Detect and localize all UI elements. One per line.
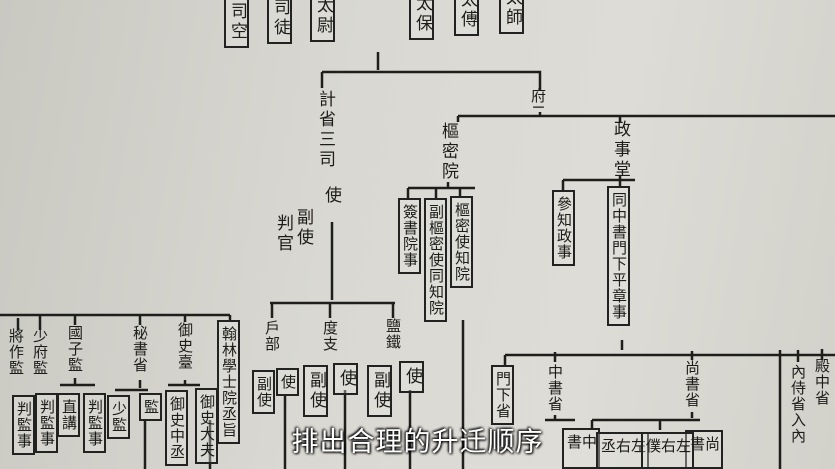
office-dianzhongsheng: 殿中省 (813, 358, 831, 406)
office-taibao: 太保 (409, 0, 434, 40)
branch-hubu: 戶部 (263, 320, 281, 352)
zhengshitang-title: 政事堂 (610, 120, 630, 180)
shumi-fushumishi: 副樞密使同知院 (424, 198, 447, 322)
erfu-title: 府二 (529, 88, 547, 120)
office-shangshusheng: 尚書省 (683, 360, 701, 408)
office-taifu: 太傅 (454, 0, 479, 36)
office-situ: 司徒 (267, 0, 292, 44)
office-sikong: 司空 (224, 0, 249, 48)
duzhi-fushi: 副使 (303, 365, 328, 417)
child-yushizhongcheng: 御史中丞 (165, 390, 188, 466)
sansi-panguan: 判官 (273, 214, 293, 254)
child-panjianshi: 判監事 (12, 395, 35, 455)
yantie-fushi: 副使 (367, 365, 392, 417)
tongpingzhangshi: 同中書門下平章事 (607, 186, 630, 326)
office-shaofujian: 少府監 (31, 328, 49, 376)
shumiyuan-title: 樞密院 (438, 122, 458, 182)
office-hanlin: 翰林學士院丞旨 (217, 320, 240, 444)
office-mishusheng: 秘書省 (131, 325, 149, 373)
child-shaojian: 少監 (107, 395, 130, 439)
child-jian: 監 (139, 393, 162, 421)
video-subtitle: 排出合理的升迁顺序 (291, 427, 544, 458)
child-panjianshi: 判監事 (83, 393, 106, 453)
shumi-qianshu: 簽書院事 (398, 198, 421, 274)
child-zhijiang: 直講 (57, 393, 80, 437)
yantie-shi: 使 (399, 361, 424, 393)
office-taishi: 太師 (499, 0, 524, 34)
office-guozijian: 國子監 (66, 325, 84, 373)
child-yushidafu: 御史大夫 (195, 388, 218, 464)
branch-duzhi: 度支 (321, 320, 339, 352)
office-taiwei: 太尉 (310, 0, 335, 42)
shumi-shumishi: 樞密使知院 (450, 196, 473, 288)
canzhi-zhengshi: 參知政事 (552, 190, 575, 266)
child-zhongshu: 中書 (562, 428, 600, 469)
office-jiangzuojian: 將作監 (7, 328, 25, 376)
branch-yantie: 鹽鐵 (384, 318, 402, 350)
office-menxiasheng: 門下省 (491, 365, 514, 425)
duzhi-shi: 使 (333, 363, 358, 395)
hubu-shi: 使 (276, 368, 299, 396)
child-shangshu: 尚書 (685, 430, 723, 469)
sansi-title: 計省三司 (315, 90, 335, 170)
sansi-shi: 使 (321, 186, 341, 206)
child-zuoyoupu: 左右僕 (641, 432, 694, 469)
office-neishisheng: 內侍省入內 (789, 364, 807, 444)
office-yushitai: 御史臺 (176, 322, 194, 370)
child-zuoyoucheng: 左右丞 (596, 432, 649, 469)
office-zhongshusheng: 中書省 (546, 364, 564, 412)
hubu-fushi: 副使 (252, 370, 275, 414)
sansi-fushi: 副使 (293, 208, 313, 248)
